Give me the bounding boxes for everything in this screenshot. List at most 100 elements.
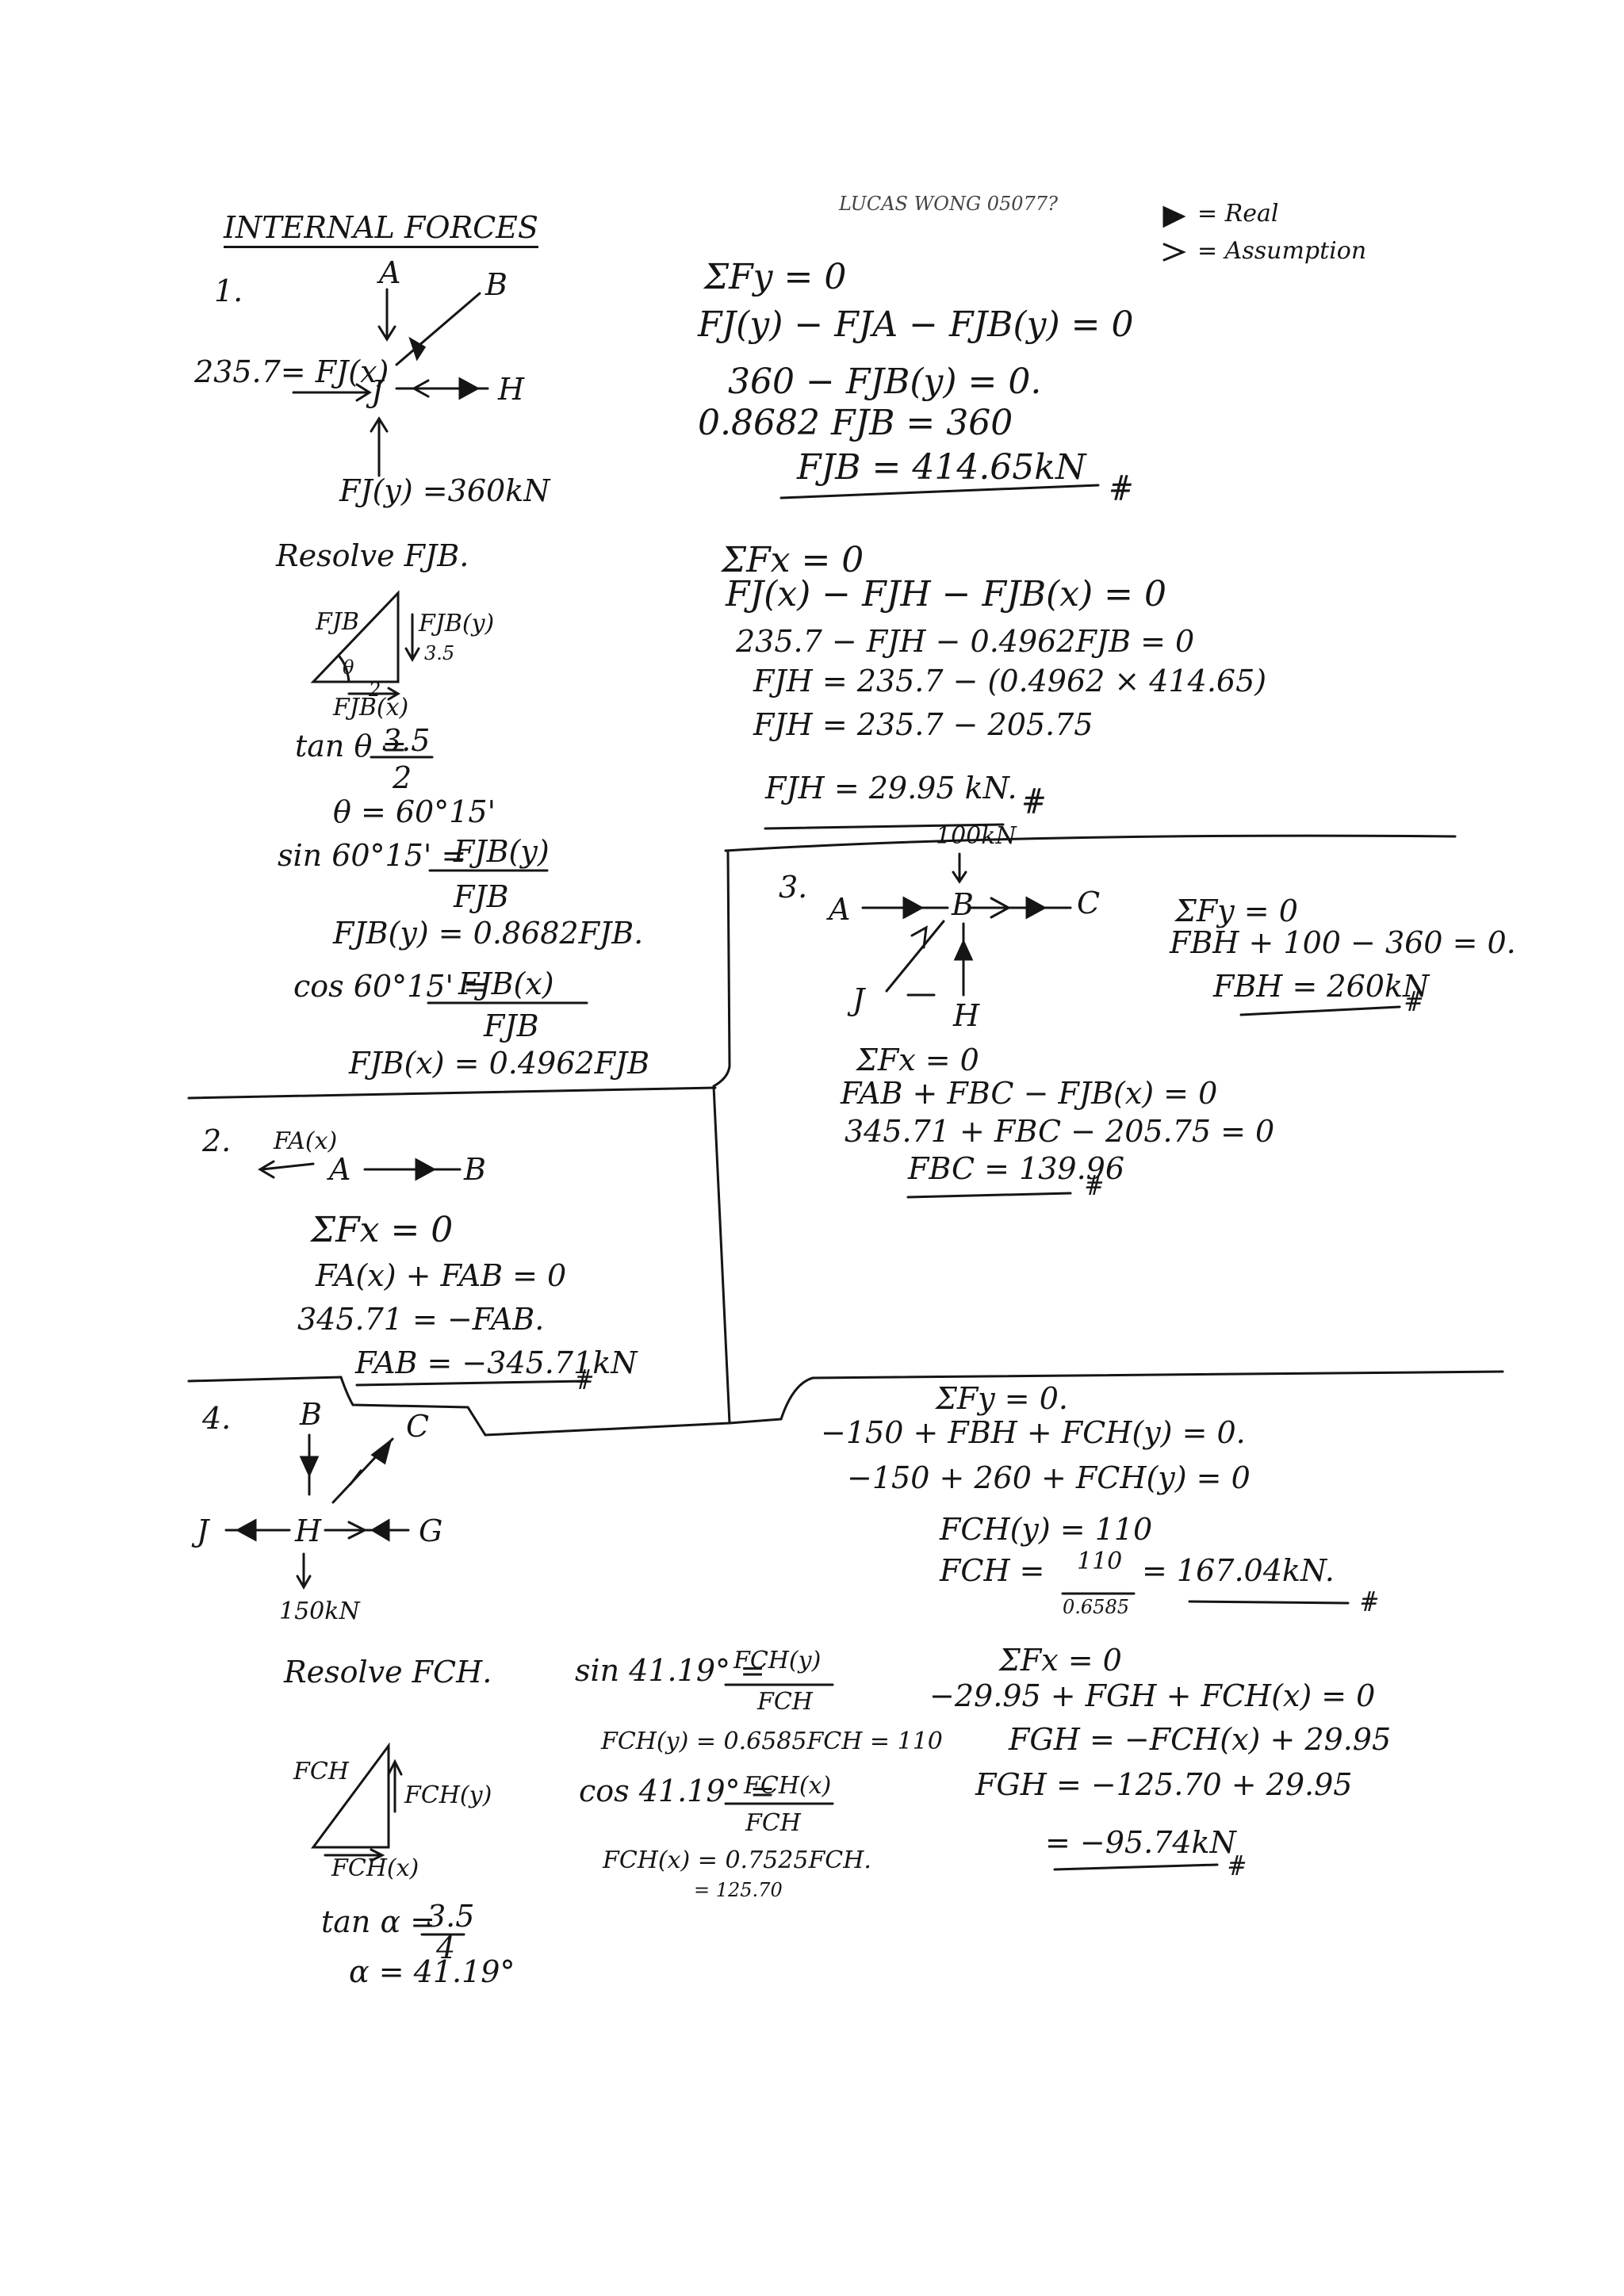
divider-sec1-sec3 <box>724 834 1457 852</box>
s4-JH-real <box>235 1518 257 1542</box>
s1-node-A: A <box>379 255 401 290</box>
s2-fab-tick: ⋕ <box>573 1365 593 1393</box>
s3-BC-assumed <box>990 897 1012 919</box>
s1-cos-label: cos 60°15' = <box>293 969 488 1004</box>
s2-number: 2. <box>202 1123 232 1158</box>
s3-efy-1: FBH + 100 − 360 = 0. <box>1170 925 1516 960</box>
s4-triangle-arrow <box>387 1758 403 1813</box>
s4-fch-label: FCH = <box>940 1553 1045 1588</box>
s3-fbh-tick: ⋕ <box>1402 987 1423 1015</box>
s4-fchx-number: = 125.70 <box>694 1879 783 1901</box>
s2-node-A: A <box>329 1152 351 1187</box>
s1-efy-3: 0.8682 FJB = 360 <box>698 403 1013 443</box>
s1-sin-num: FJB(y) <box>454 834 550 869</box>
s1-efy-2: 360 − FJB(y) = 0. <box>728 362 1042 402</box>
s1-line-B <box>395 292 481 366</box>
divider-sec2-sec4 <box>187 1376 731 1437</box>
s4-tri-fch: FCH <box>293 1758 349 1785</box>
s4-efx-0: ΣFx = 0 <box>999 1643 1122 1678</box>
s4-fchx-value: FCH(x) = 0.7525FCH. <box>603 1846 871 1874</box>
s1-theta-value: θ = 60°15' <box>333 794 496 829</box>
s4-tan-num: 3.5 <box>427 1899 475 1934</box>
s3-efy-2: FBH = 260kN <box>1213 969 1430 1004</box>
s3-node-H: H <box>953 998 980 1033</box>
s1-fjh-tick: ⋕ <box>1019 783 1044 817</box>
s4-efx-2: FGH = −FCH(x) + 29.95 <box>1009 1722 1392 1757</box>
s1-efx-2: 235.7 − FJH − 0.4962FJB = 0 <box>736 624 1195 659</box>
s2-eq-1: FA(x) + FAB = 0 <box>316 1258 567 1293</box>
s1-arrow-H-real <box>458 377 481 400</box>
s1-tan-num: 3.5 <box>382 723 431 758</box>
s4-resolve: Resolve FCH. <box>284 1655 492 1689</box>
s2-AB-real <box>415 1158 437 1181</box>
s3-number: 3. <box>779 870 808 905</box>
legend-real-arrow <box>1162 205 1186 228</box>
s4-cos-label: cos 41.19° = <box>579 1774 776 1808</box>
s4-cos-den: FCH <box>745 1809 801 1837</box>
s4-load-label: 150kN <box>279 1598 360 1625</box>
s3-efy-0: ΣFy = 0 <box>1175 894 1298 928</box>
s4-load-arrow <box>296 1552 312 1590</box>
s1-fjbx-value: FJB(x) = 0.4962FJB <box>349 1046 650 1081</box>
s4-efx-4: = −95.74kN <box>1045 1825 1236 1860</box>
s4-efx-1: −29.95 + FGH + FCH(x) = 0 <box>929 1678 1376 1713</box>
s1-node-J: J <box>371 374 384 409</box>
s3-fbc-tick: ⋕ <box>1082 1171 1103 1199</box>
s3-fbh-underline <box>1239 1005 1401 1016</box>
divider-vertical <box>712 851 731 1425</box>
s4-fchy-result: FCH(y) = 110 <box>940 1512 1153 1547</box>
s1-cos-num: FJB(x) <box>458 966 554 1001</box>
s1-efy-4: FJB = 414.65kN <box>797 447 1086 488</box>
s4-tri-fchx: FCH(x) <box>331 1854 419 1882</box>
s3-efx-3: FBC = 139.96 <box>908 1151 1125 1186</box>
s1-efy-1: FJ(y) − FJA − FJB(y) = 0 <box>698 304 1134 345</box>
s4-efx-3: FGH = −125.70 + 29.95 <box>975 1767 1353 1802</box>
s3-AB-real <box>902 896 925 920</box>
divider-sec3-sec4 <box>728 1370 1504 1425</box>
s1-arrow-H-left <box>411 379 430 398</box>
author-line: LUCAS WONG 05077? <box>839 193 1058 215</box>
s1-fjh-underline <box>764 823 1005 830</box>
s2-fab-underline <box>355 1380 588 1387</box>
s1-node-B: B <box>485 267 508 302</box>
s1-efx-0: ΣFx = 0 <box>722 540 864 580</box>
s3-node-A: A <box>829 892 851 927</box>
s2-node-B: B <box>464 1152 486 1187</box>
s4-efy-2: −150 + 260 + FCH(y) = 0 <box>847 1460 1251 1495</box>
s1-fjy: FJ(y) =360kN <box>339 473 550 508</box>
s4-alpha-value: α = 41.19° <box>349 1954 515 1989</box>
s4-HG-real <box>370 1518 390 1542</box>
s1-tan-den: 2 <box>393 760 412 795</box>
s4-triangle <box>311 1742 390 1849</box>
s1-number: 1. <box>214 274 243 308</box>
s1-efx-1: FJ(x) − FJH − FJB(x) = 0 <box>726 574 1167 614</box>
s1-fjb-tick: ⋕ <box>1106 469 1132 504</box>
s4-tan-den: 4 <box>436 1931 456 1965</box>
s3-BH-real <box>953 939 974 961</box>
s4-node-C: C <box>406 1409 430 1444</box>
s1-sin-den: FJB <box>454 879 509 914</box>
s1-arrow-A <box>377 288 396 342</box>
s4-cos-num: FCH(x) <box>744 1772 832 1800</box>
s4-fch-den: 0.6585 <box>1063 1596 1129 1618</box>
s3-node-J: J <box>852 982 865 1017</box>
s2-eq-3: FAB = −345.71kN <box>355 1345 638 1380</box>
s3-efx-0: ΣFx = 0 <box>856 1043 979 1077</box>
s3-fbc-underline <box>906 1192 1072 1199</box>
s4-CH-real <box>370 1438 393 1465</box>
s2-fax-label: FA(x) <box>274 1127 338 1155</box>
s1-tri-theta: θ <box>343 656 354 679</box>
s1-efx-4: FJH = 235.7 − 205.75 <box>753 707 1094 742</box>
s4-node-B: B <box>300 1397 322 1432</box>
s1-arrow-B-assumed <box>408 336 427 362</box>
s1-tri-fjb: FJB <box>316 608 359 636</box>
s4-fgh-tick: ⋕ <box>1225 1851 1246 1879</box>
s4-efy-1: −150 + FBH + FCH(y) = 0. <box>821 1415 1246 1450</box>
s4-sin-den: FCH <box>757 1688 813 1716</box>
s4-node-G: G <box>419 1513 443 1548</box>
s4-fgh-underline <box>1053 1863 1219 1871</box>
s3-load-label: 100kN <box>936 822 1017 850</box>
s1-efx-5: FJH = 29.95 kN. <box>765 771 1017 806</box>
legend-assumption-label: = Assumption <box>1197 237 1367 265</box>
